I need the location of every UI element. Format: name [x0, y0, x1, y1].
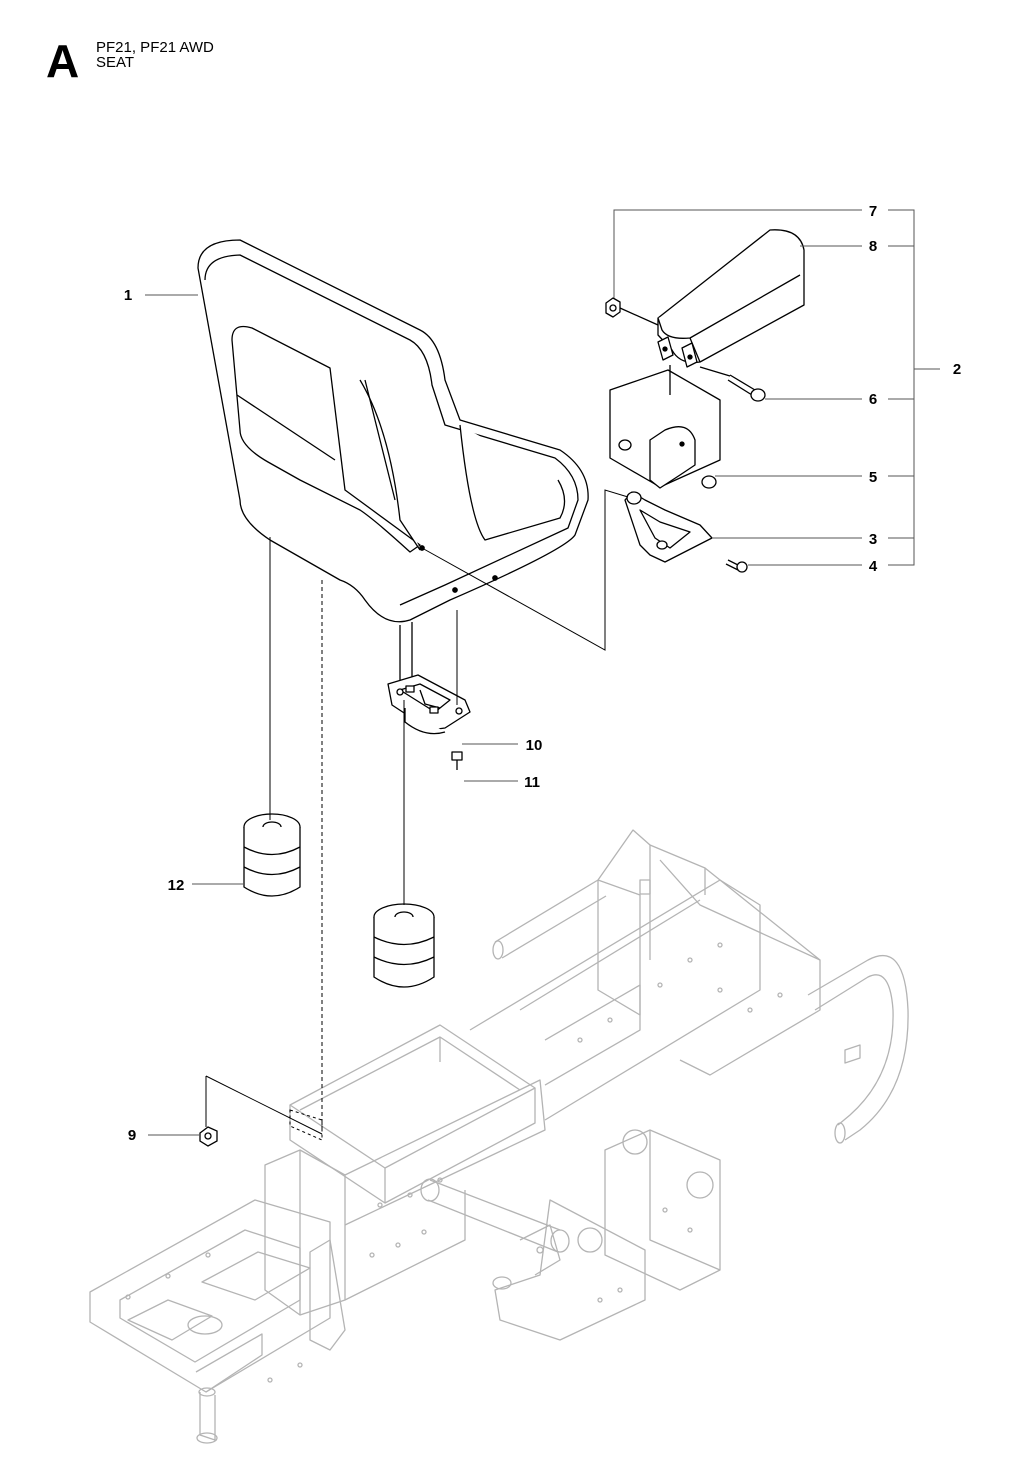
callout-1: 1 — [124, 287, 132, 304]
callout-9: 9 — [128, 1127, 136, 1144]
leader-lines — [145, 209, 940, 1136]
callout-7: 7 — [869, 203, 877, 220]
callout-8: 8 — [869, 238, 877, 255]
assembly-name: SEAT — [96, 54, 135, 71]
part-seat-plate — [387, 674, 471, 770]
part-seat — [197, 239, 589, 700]
tractor-frame — [89, 829, 909, 1444]
callout-2: 2 — [953, 361, 961, 378]
callout-12: 12 — [168, 877, 185, 894]
callout-4: 4 — [869, 558, 878, 575]
callout-10: 10 — [526, 737, 543, 754]
part-nut-9 — [199, 1126, 218, 1147]
callout-11: 11 — [524, 774, 540, 791]
part-rubber-bumpers — [243, 813, 435, 988]
assembly-lines — [205, 489, 629, 1141]
callout-3: 3 — [869, 531, 877, 548]
callout-5: 5 — [869, 469, 877, 486]
part-armrest-assembly — [605, 229, 805, 573]
section-letter: A — [46, 35, 80, 87]
callout-numbers: 1 2 3 4 5 6 7 8 9 10 11 12 — [124, 203, 961, 1144]
model-name: PF21, PF21 AWD — [96, 39, 214, 56]
callout-6: 6 — [869, 391, 877, 408]
